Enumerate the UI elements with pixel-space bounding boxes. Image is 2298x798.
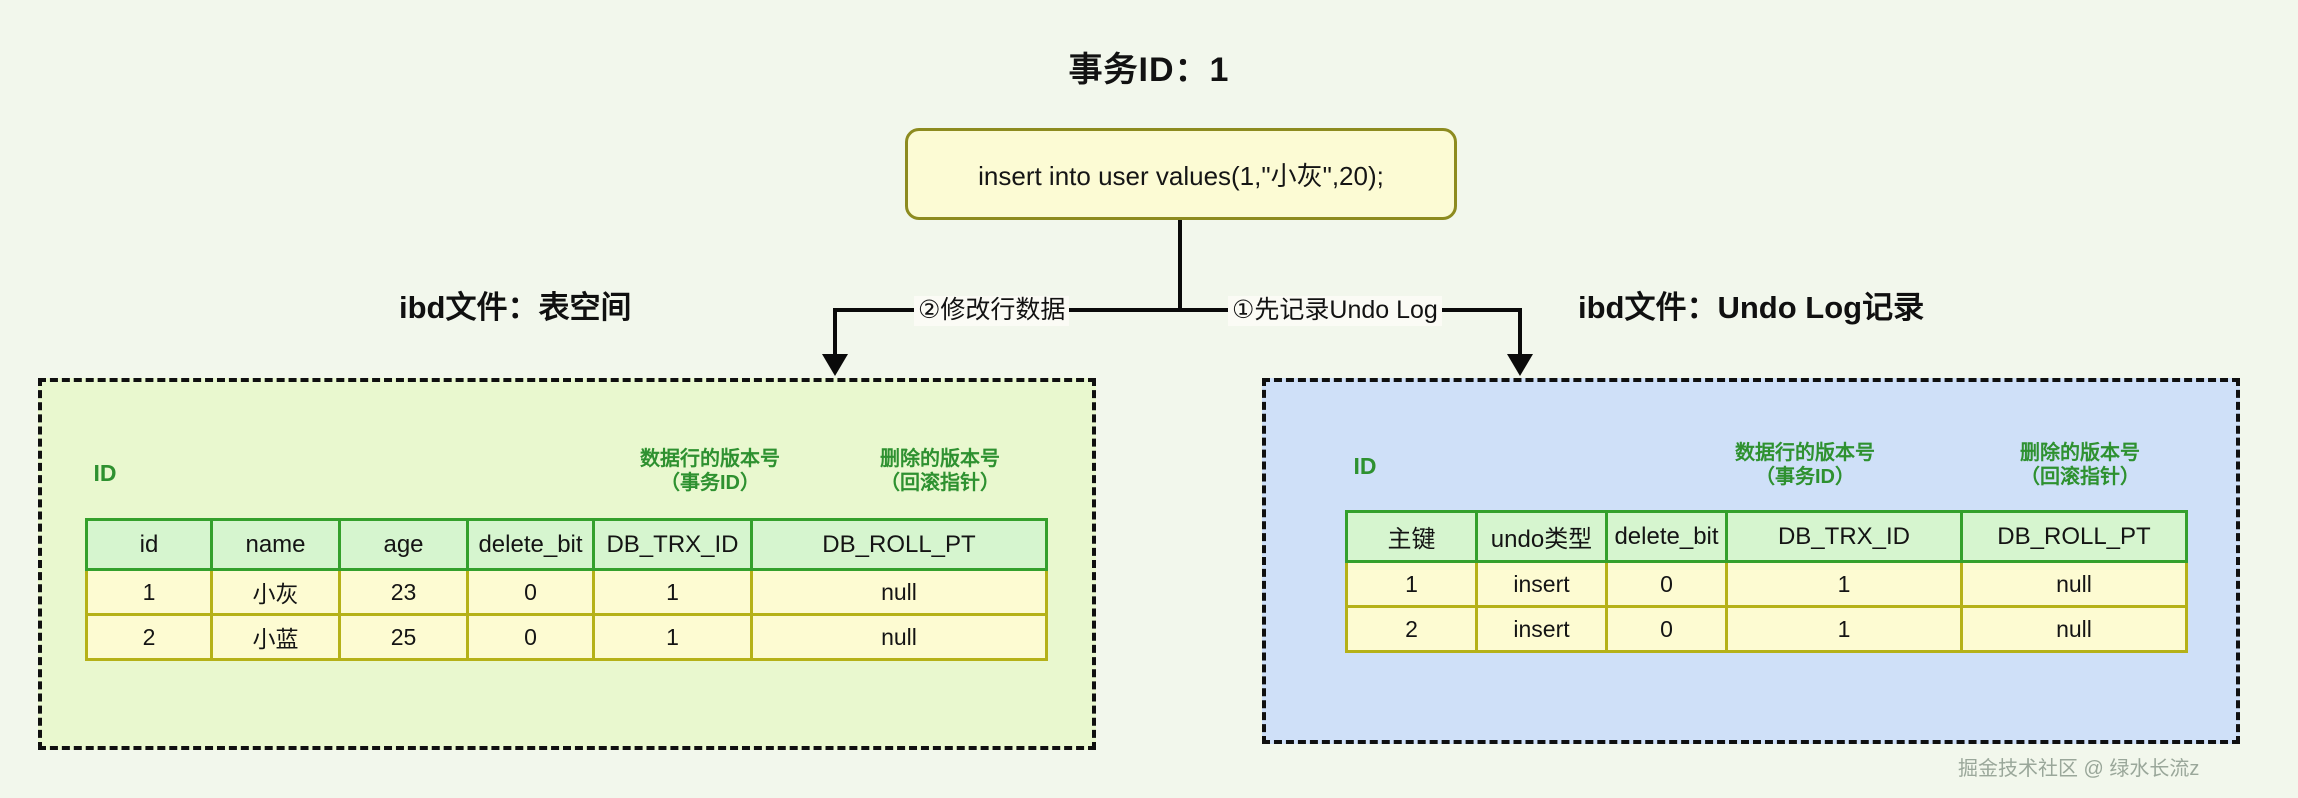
table-cell: 0	[466, 613, 595, 661]
tablespace-column-header: DB_TRX_ID	[592, 518, 753, 571]
table-cell: 1	[1725, 605, 1963, 653]
connector-stem-line	[1178, 220, 1182, 312]
table-cell: 小蓝	[210, 613, 341, 661]
undolog-annotation-roll-line2: （回滚指针）	[2020, 465, 2140, 488]
table-cell: null	[1960, 560, 2188, 608]
tablespace-annotation-trx-line1: 数据行的版本号	[640, 448, 780, 470]
tablespace-annotation-id: ID	[93, 460, 117, 486]
table-cell: 2	[1345, 605, 1478, 653]
undolog-annotation-roll: 删除的版本号 （回滚指针）	[1955, 442, 2205, 489]
table-cell: 1	[592, 613, 753, 661]
table-cell: 2	[85, 613, 213, 661]
tablespace-annotation-trx: 数据行的版本号 （事务ID）	[585, 448, 835, 495]
undolog-annotation-trx: 数据行的版本号 （事务ID）	[1680, 442, 1930, 489]
connector-drop-left	[833, 308, 837, 356]
arrow-head-to-tablespace-icon	[822, 354, 848, 376]
undolog-panel-caption: ibd文件：Undo Log记录	[1578, 290, 1925, 325]
table-cell: null	[750, 568, 1048, 616]
undolog-column-header: delete_bit	[1605, 510, 1728, 563]
tablespace-annotation-trx-line2: （事务ID）	[660, 471, 760, 494]
tablespace-column-header: name	[210, 518, 341, 571]
table-cell: 23	[338, 568, 469, 616]
tablespace-column-header: id	[85, 518, 213, 571]
table-cell: insert	[1475, 560, 1608, 608]
table-cell: insert	[1475, 605, 1608, 653]
transaction-id-title-text: 事务ID：1	[1068, 51, 1230, 89]
table-cell: 1	[85, 568, 213, 616]
tablespace-panel-caption: ibd文件：表空间	[399, 290, 632, 325]
undolog-annotation-roll-line1: 删除的版本号	[2020, 442, 2140, 464]
table-cell: 0	[1605, 605, 1728, 653]
watermark: 掘金技术社区 @ 绿水长流z	[1958, 758, 2200, 780]
undolog-annotation-id: ID	[1353, 453, 1377, 479]
step-2-label: ②修改行数据	[914, 296, 1070, 326]
table-cell: null	[750, 613, 1048, 661]
table-cell: 1	[592, 568, 753, 616]
table-cell: 0	[1605, 560, 1728, 608]
undolog-column-header: 主键	[1345, 510, 1478, 563]
undolog-annotation-trx-line2: （事务ID）	[1755, 465, 1855, 488]
tablespace-column-header: delete_bit	[466, 518, 595, 571]
undolog-column-header: undo类型	[1475, 510, 1608, 563]
step-1-label: ①先记录Undo Log	[1228, 296, 1442, 326]
undolog-annotation-trx-line1: 数据行的版本号	[1735, 442, 1875, 464]
tablespace-annotation-roll: 删除的版本号 （回滚指针）	[815, 448, 1065, 495]
table-cell: 小灰	[210, 568, 341, 616]
undolog-column-header: DB_TRX_ID	[1725, 510, 1963, 563]
table-cell: 0	[466, 568, 595, 616]
table-cell: 1	[1725, 560, 1963, 608]
sql-statement-box: insert into user values(1,"小灰",20);	[905, 128, 1457, 220]
table-cell: 1	[1345, 560, 1478, 608]
transaction-id-title: 事务ID：1	[0, 42, 2298, 91]
table-cell: null	[1960, 605, 2188, 653]
tablespace-annotation-roll-line2: （回滚指针）	[880, 471, 1000, 494]
tablespace-annotation-roll-line1: 删除的版本号	[880, 448, 1000, 470]
undolog-column-header: DB_ROLL_PT	[1960, 510, 2188, 563]
arrow-head-to-undolog-icon	[1507, 354, 1533, 376]
sql-statement-text: insert into user values(1,"小灰",20);	[978, 160, 1384, 191]
connector-drop-right	[1518, 308, 1522, 356]
table-cell: 25	[338, 613, 469, 661]
tablespace-column-header: DB_ROLL_PT	[750, 518, 1048, 571]
tablespace-column-header: age	[338, 518, 469, 571]
